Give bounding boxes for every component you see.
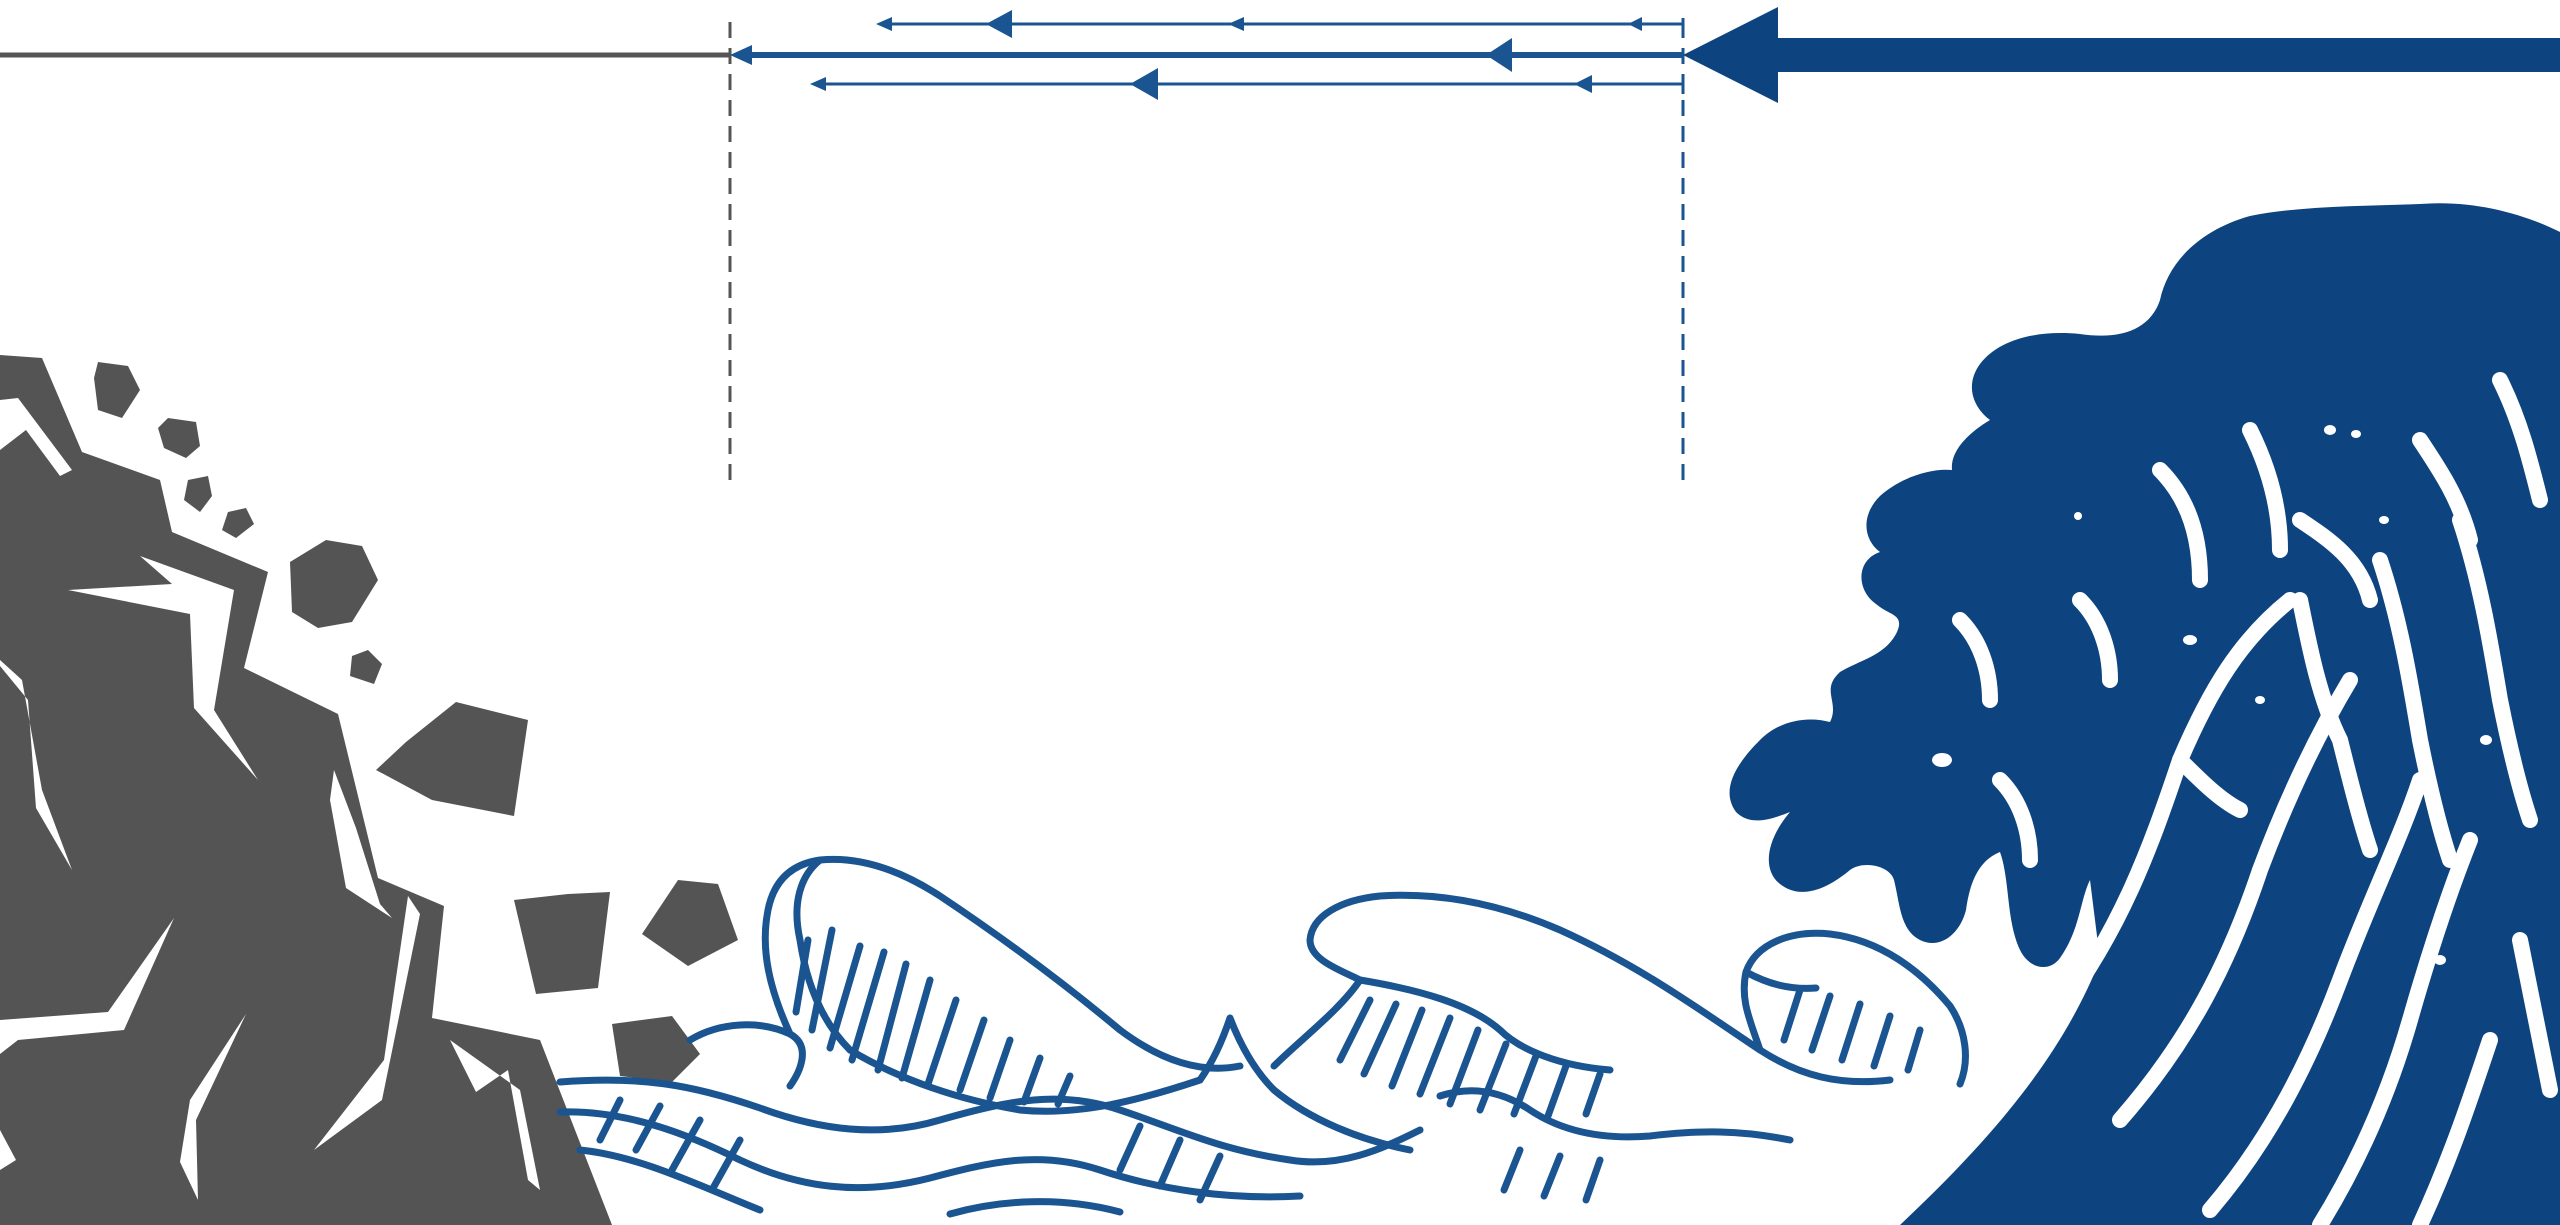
small-waves-icon (560, 859, 1965, 1214)
reflected-arrows (730, 10, 1683, 100)
incident-arrow (1683, 7, 2560, 103)
cliff-rock-icon (0, 355, 738, 1225)
great-wave-icon (1730, 203, 2560, 1225)
